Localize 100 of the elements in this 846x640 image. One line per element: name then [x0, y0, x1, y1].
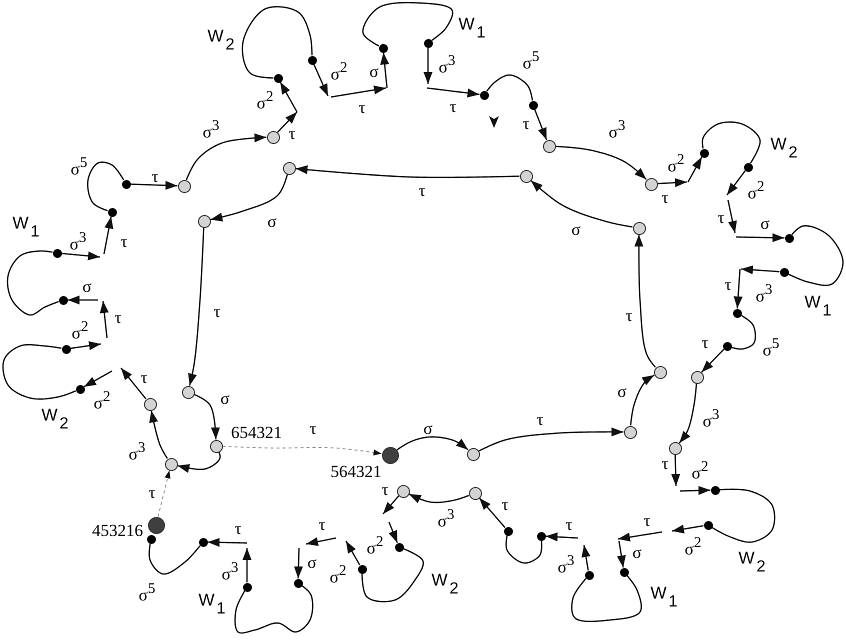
edge-label: τ: [148, 484, 156, 502]
edge-label: τ: [120, 233, 128, 251]
edge-label: σ: [760, 215, 770, 233]
vertex-dot: [722, 342, 732, 350]
curve-line: [788, 225, 844, 286]
vertex-circle: [382, 446, 398, 464]
vertex-circle: [266, 130, 280, 144]
arrow: [186, 133, 266, 180]
arrow: [149, 410, 168, 459]
edge-label: τ: [234, 520, 242, 538]
vertex-dot: [198, 538, 208, 546]
vertex-circle: [148, 516, 164, 534]
edge-label: σ$^{2}$: [748, 180, 764, 202]
vertex-circle: [542, 140, 556, 152]
arrow: [103, 216, 114, 254]
arrow-label: τ: [318, 516, 326, 534]
vertex-dot: [780, 268, 788, 276]
edge-label: τ: [536, 411, 544, 429]
vertex-circle: [466, 448, 480, 460]
vertex-circle: [282, 162, 296, 174]
edge-label: σ$^{2}$: [366, 534, 384, 558]
arrow: [701, 348, 724, 373]
vertex-dot: [704, 520, 712, 530]
arrow: [380, 52, 390, 88]
vertex-label: 453216: [92, 522, 143, 540]
vertex-dot: [294, 578, 302, 588]
edge-label: σ$^{2}$: [94, 390, 110, 412]
vertex-dot: [358, 564, 366, 574]
vertex-label: 654321: [231, 424, 282, 442]
curve-line: [731, 314, 756, 350]
curve-line: [702, 121, 761, 164]
arrow: [208, 538, 248, 547]
arrow: [345, 540, 360, 566]
edge-label: τ: [566, 516, 572, 534]
edge-label: σ: [82, 278, 92, 296]
curve-line: [362, 2, 454, 47]
edge-label: σ: [369, 63, 379, 81]
vertex-dot: [52, 248, 62, 258]
vertex-dot: [146, 534, 156, 544]
arrow: [210, 174, 288, 222]
vertex-dot: [504, 526, 512, 536]
vertex-circle: [468, 486, 482, 500]
edge-label: σ$^{3}$: [438, 54, 456, 76]
edge-label: σ: [632, 544, 642, 562]
vertex-dot: [424, 38, 432, 48]
edge-label: τ: [310, 420, 316, 438]
edge-label: σ$^{3}$: [756, 282, 772, 306]
arrow: [194, 394, 220, 440]
curve-line: [486, 74, 534, 101]
curve-line: [242, 6, 313, 79]
edge-label: τ: [152, 168, 158, 186]
edge-label: τ: [418, 182, 426, 200]
arrow: [734, 268, 743, 308]
arrow: [382, 496, 400, 514]
vertex-dot: [620, 568, 628, 576]
arrow: [658, 178, 688, 188]
edge-label: σ$^{2}$: [668, 152, 684, 176]
arrow: [616, 540, 626, 568]
curve-line: [571, 575, 642, 622]
dashed-arrow: [222, 446, 382, 456]
edge-label: σ$^{3}$: [202, 118, 220, 142]
arrow: [408, 493, 470, 504]
vertex-circle: [668, 442, 682, 454]
arrow: [680, 486, 710, 495]
arrow: [687, 156, 702, 182]
edge-label: τ: [214, 303, 220, 321]
arrow: [478, 427, 624, 452]
edge-label: σ$^{3}$: [128, 440, 146, 464]
arrow: [672, 524, 704, 534]
arrow: [426, 87, 480, 98]
edge-label: τ: [724, 276, 732, 294]
edge-label: σ$^{3}$: [558, 554, 574, 576]
edge-label: σ: [267, 213, 277, 231]
edge-label: σ: [423, 420, 433, 438]
vertex-circle: [690, 370, 704, 384]
vertex-circle: [210, 440, 222, 452]
edge-label: σ$^{3}$: [70, 230, 86, 254]
edge-label: τ: [662, 455, 668, 473]
vertex-dot: [108, 208, 116, 216]
arrow: [70, 341, 102, 350]
edge-label: σ$^{5}$: [762, 336, 780, 360]
edge-label: τ: [382, 481, 388, 499]
edge-label: τ: [502, 496, 508, 514]
vertex-dot: [480, 90, 488, 100]
edge-label: σ: [307, 554, 317, 572]
arrow: [84, 370, 112, 388]
vertex-dot: [62, 344, 70, 354]
vertex-dot: [274, 74, 282, 82]
vertex-circle: [396, 484, 410, 498]
edge-label: σ$^{2}$: [330, 60, 348, 84]
edge-label: τ: [522, 115, 530, 133]
arrow: [634, 234, 656, 368]
curve-line: [148, 543, 201, 575]
edge-label: τ: [288, 125, 296, 143]
curve-line: [506, 535, 542, 564]
edge-label: σ$^{3}$: [222, 560, 238, 584]
dashed-arrow: [158, 470, 170, 518]
edge-label: τ: [450, 98, 456, 116]
arrow: [62, 251, 100, 260]
edge-label: σ$^{2}$: [684, 536, 702, 558]
